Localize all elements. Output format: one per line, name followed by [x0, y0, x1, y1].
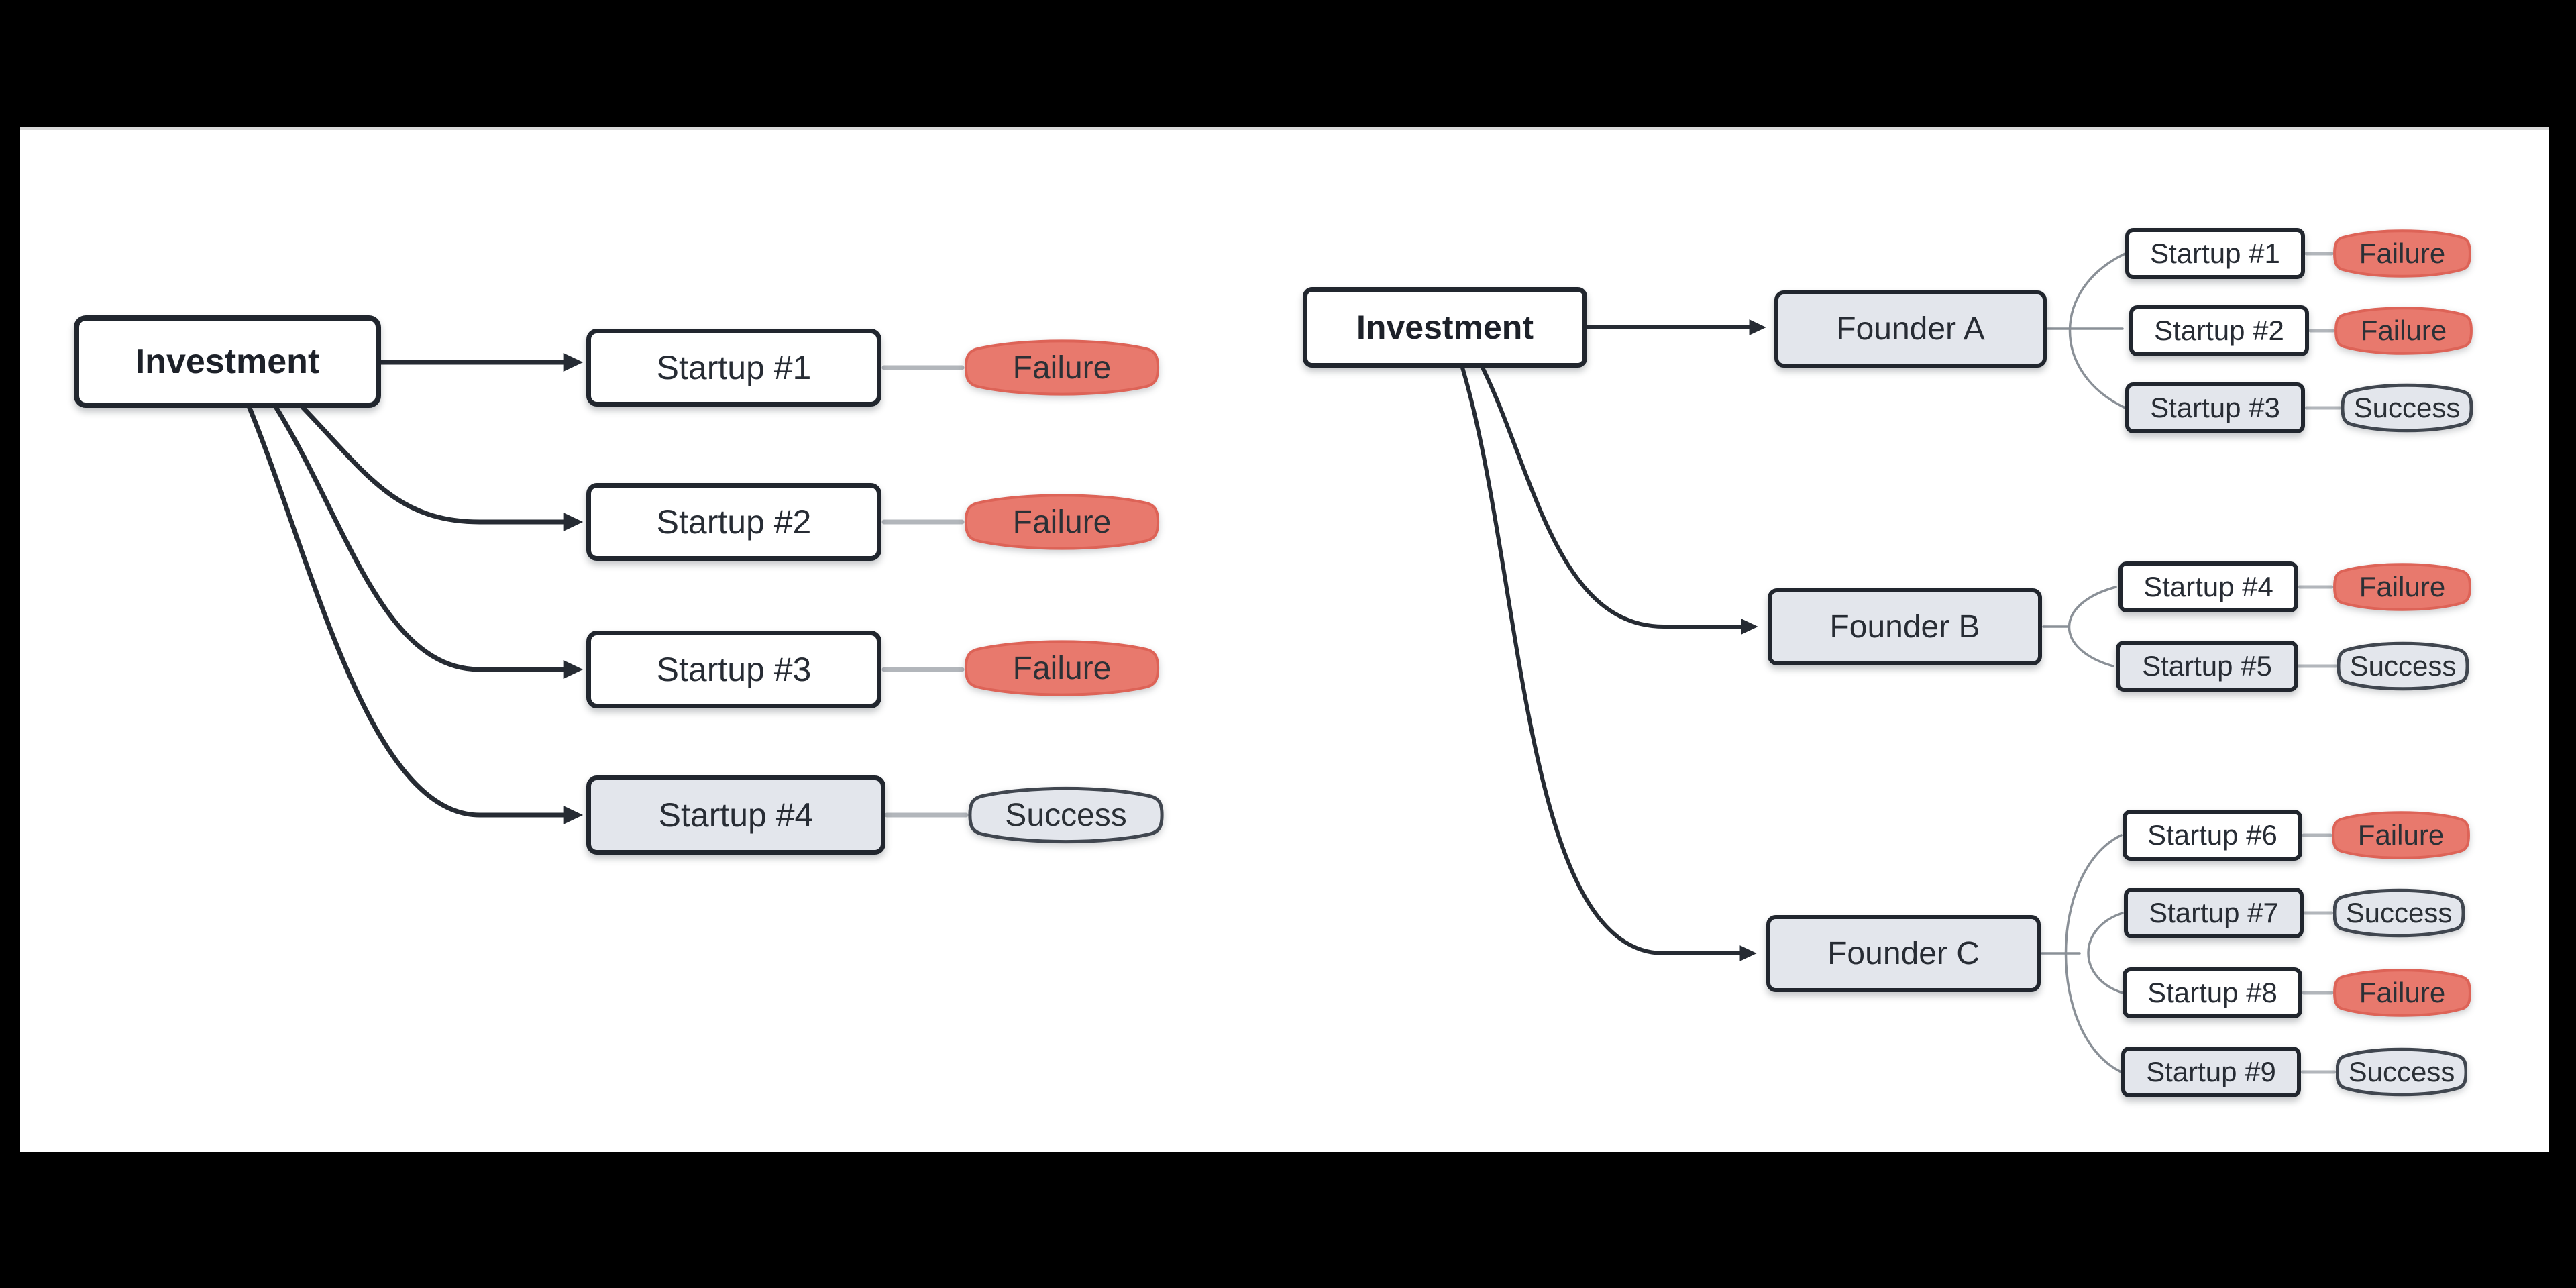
right-startup-2-node: Startup #2	[2129, 305, 2309, 356]
failure-pill-shape	[964, 490, 1160, 553]
failure-pill-shape	[2333, 966, 2471, 1020]
founder-a-node: Founder A	[1774, 290, 2047, 368]
outcome-label: Failure	[2360, 315, 2447, 346]
left-investment-node: Investment	[74, 315, 381, 408]
success-pill-shape	[968, 784, 1164, 847]
right-outcome-1-pill: Failure	[2333, 227, 2471, 280]
right-startup-1-node: Startup #1	[2125, 228, 2305, 279]
success-pill-shape	[2336, 1045, 2467, 1099]
right-startup-5-node: Startup #5	[2116, 641, 2298, 692]
right-startup-6-node: Startup #6	[2123, 810, 2302, 861]
outcome-label: Failure	[1012, 650, 1112, 686]
outcome-label: Failure	[1012, 350, 1112, 386]
left-startup-1-node: Startup #1	[586, 329, 881, 407]
success-pill-shape	[2333, 886, 2465, 940]
right-outcome-9-pill: Success	[2336, 1045, 2467, 1099]
left-startup-2-node: Startup #2	[586, 483, 881, 561]
founder-c-node: Founder C	[1766, 915, 2041, 992]
outcome-label: Success	[2348, 1056, 2455, 1087]
left-startup-4-node: Startup #4	[586, 775, 885, 855]
right-startup-4-node: Startup #4	[2118, 561, 2298, 612]
failure-pill-shape	[964, 336, 1160, 399]
failure-pill-shape	[2333, 560, 2471, 614]
left-outcome-4-pill: Success	[968, 784, 1164, 847]
failure-pill-shape	[2333, 227, 2471, 280]
right-startup-9-node: Startup #9	[2121, 1046, 2301, 1097]
outcome-label: Failure	[2359, 977, 2446, 1008]
success-pill-shape	[2337, 639, 2469, 693]
outcome-label: Success	[1005, 797, 1127, 833]
right-outcome-2-pill: Failure	[2334, 304, 2473, 358]
outcome-label: Success	[2349, 650, 2457, 682]
right-startup-3-node: Startup #3	[2125, 382, 2305, 433]
left-outcome-2-pill: Failure	[964, 490, 1160, 553]
outcome-label: Failure	[2359, 237, 2446, 269]
right-startup-8-node: Startup #8	[2123, 967, 2302, 1018]
outcome-label: Failure	[2359, 571, 2446, 602]
right-investment-node: Investment	[1303, 287, 1587, 368]
right-outcome-5-pill: Success	[2337, 639, 2469, 693]
right-startup-7-node: Startup #7	[2124, 888, 2304, 938]
failure-pill-shape	[2334, 304, 2473, 358]
outcome-label: Success	[2353, 392, 2461, 423]
outcome-label: Success	[2345, 897, 2453, 928]
founder-b-node: Founder B	[1768, 588, 2042, 665]
right-outcome-6-pill: Failure	[2332, 808, 2470, 862]
failure-pill-shape	[964, 637, 1160, 700]
success-pill-shape	[2341, 381, 2473, 435]
right-outcome-8-pill: Failure	[2333, 966, 2471, 1020]
left-startup-3-node: Startup #3	[586, 631, 881, 708]
left-outcome-3-pill: Failure	[964, 637, 1160, 700]
right-outcome-4-pill: Failure	[2333, 560, 2471, 614]
failure-pill-shape	[2332, 808, 2470, 862]
outcome-label: Failure	[1012, 504, 1112, 540]
right-outcome-3-pill: Success	[2341, 381, 2473, 435]
right-outcome-7-pill: Success	[2333, 886, 2465, 940]
left-outcome-1-pill: Failure	[964, 336, 1160, 399]
outcome-label: Failure	[2357, 819, 2445, 851]
